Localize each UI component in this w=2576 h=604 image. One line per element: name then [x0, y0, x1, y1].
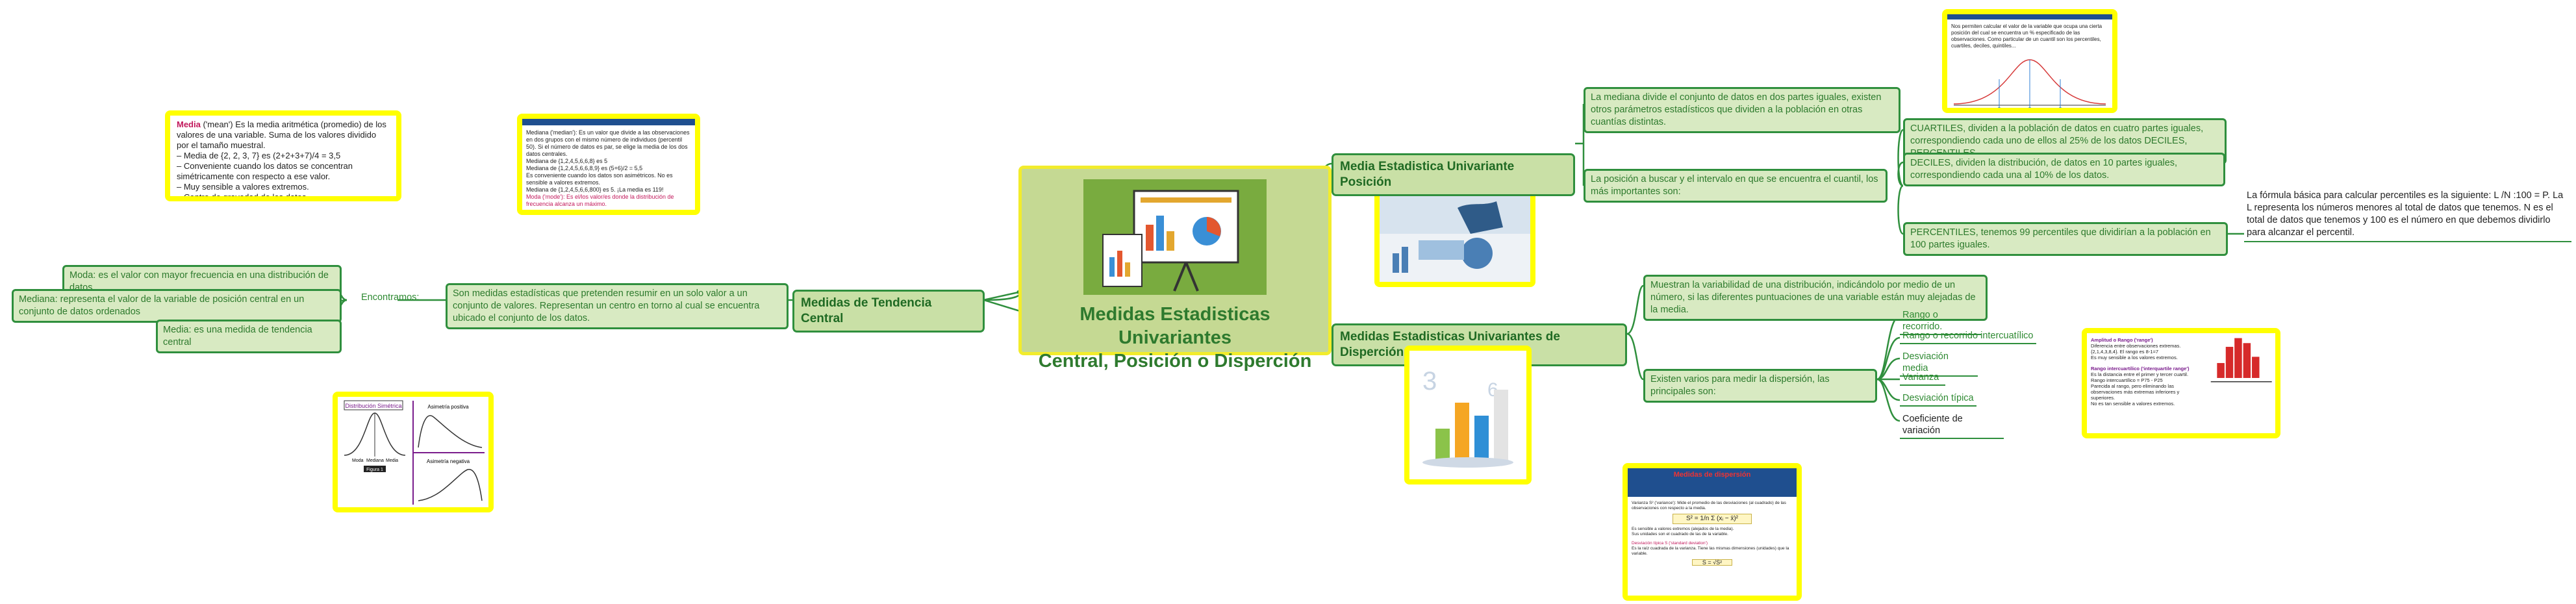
type-desviacion-tipica[interactable]: Desviación típica — [1900, 391, 1976, 407]
quantile-card-text: Nos permiten calcular el valor de la var… — [1951, 23, 2102, 49]
variance-card-text: Varianza S² ('variance'): Mide el promed… — [1628, 497, 1797, 572]
analytics-photo — [1380, 188, 1530, 282]
dispersion-definition[interactable]: Muestran la variabilidad de una distribu… — [1643, 275, 1988, 321]
variance-card-header: Medidas de dispersión — [1628, 468, 1797, 497]
iqr-title: Rango intercuartílico ('interquartile ra… — [2091, 366, 2190, 371]
svg-text:Media: Media — [386, 459, 398, 463]
mediana-card-header-bar — [522, 119, 695, 125]
iqr-line-3: Parecida al rango, pero eliminando las o… — [2091, 383, 2180, 401]
range-title: Amplitud o Rango ('range') — [2091, 337, 2153, 343]
svg-text:Mediana: Mediana — [366, 459, 384, 463]
svg-text:Asimetría positiva: Asimetría positiva — [427, 404, 469, 410]
variance-card[interactable]: Medidas de dispersión Varianza S² ('vari… — [1623, 463, 1802, 601]
media-intro: ('mean') Es la media aritmética (promedi… — [177, 120, 386, 150]
media-card-text: Media ('mean') Es la media aritmética (p… — [170, 116, 396, 201]
svg-text:Distribución Simétrica: Distribución Simétrica — [345, 403, 401, 409]
root-title: Medidas Estadisticas Univariantes Centra… — [1022, 303, 1328, 373]
analytics-photo-card[interactable] — [1374, 183, 1535, 287]
type-coeficiente-variacion[interactable]: Coeficiente de variación — [1900, 412, 2004, 439]
range-card-body: Amplitud o Rango ('range') Diferencia en… — [2087, 333, 2275, 410]
percentiles-item[interactable]: PERCENTILES, tenemos 99 percentiles que … — [1903, 222, 2228, 256]
media-keyword: Media — [177, 120, 201, 129]
range-line-3: Es muy sensible a los valores extremos. — [2091, 355, 2178, 360]
range-card[interactable]: Amplitud o Rango ('range') Diferencia en… — [2082, 328, 2280, 438]
svg-text:Asimetría negativa: Asimetría negativa — [427, 459, 470, 464]
media-card[interactable]: Media ('mean') Es la media aritmética (p… — [165, 110, 401, 201]
root-title-line1: Medidas Estadisticas Univariantes — [1080, 304, 1270, 348]
svg-text:3: 3 — [1422, 367, 1437, 396]
mediana-card-text: Mediana ('median'): Es un valor que divi… — [522, 125, 695, 210]
std-title: Desviación típica S ('standard deviation… — [1632, 541, 1708, 546]
variance-line-2: Sus unidades son el cuadrado de las de l… — [1632, 532, 1728, 536]
iqr-line-1: Es la distancia entre el primer y tercer… — [2091, 371, 2189, 377]
variance-card-title: Medidas de dispersión — [1673, 471, 1751, 479]
normal-curve — [1953, 59, 2106, 108]
quantile-card[interactable]: Nos permiten calcular el valor de la var… — [1942, 9, 2117, 113]
central-tendency-node[interactable]: Medidas de Tendencia Central — [792, 290, 985, 333]
posicion-node[interactable]: Media Estadistica Univariante Posición — [1332, 153, 1575, 196]
iqr-line-4: No es tan sensible a valores extremos. — [2091, 401, 2175, 407]
posicion-intro-text[interactable]: La posición a buscar y el intervalo en q… — [1584, 169, 1888, 203]
posicion-mediana-text[interactable]: La mediana divide el conjunto de datos e… — [1584, 87, 1900, 133]
bar-chart-image-card[interactable]: 3 6 — [1404, 346, 1532, 484]
svg-text:Moda: Moda — [352, 459, 364, 463]
mediana-card[interactable]: Mediana ('median'): Es un valor que divi… — [517, 114, 700, 215]
media-bullet-4: – Centro de gravedad de los datos. — [177, 192, 309, 201]
distribution-card[interactable]: Distribución Simétrica Moda Mediana Medi… — [333, 392, 494, 512]
encontramos-connector[interactable]: Encontramos: — [361, 292, 420, 303]
iqr-line-2: Rango intercuartílico = P75 - P25 — [2091, 377, 2163, 383]
percentile-formula-note[interactable]: La fórmula básica para calcular percenti… — [2244, 188, 2571, 242]
mediana-item[interactable]: Mediana: representa el valor de la varia… — [12, 289, 342, 323]
variance-subtitle: Varianza S² ('variance'): Mide el promed… — [1632, 501, 1786, 510]
range-line-1: Diferencia entre observaciones extremas. — [2091, 343, 2181, 349]
media-bullet-2: – Conveniente cuando los datos se concen… — [177, 161, 353, 181]
variance-formula: S² = 1/n Σ (xᵢ − x̄)² — [1673, 514, 1752, 524]
range-histogram — [2210, 338, 2272, 383]
central-definition[interactable]: Son medidas estadísticas que pretenden r… — [446, 283, 789, 329]
mediana-bullet-1: Mediana de {1,2,4,5,6,6,8} es 5 — [526, 158, 608, 164]
distribution-figure: Distribución Simétrica Moda Mediana Medi… — [344, 400, 485, 505]
mediana-bullet-4: Mediana de {1,2,4,5,6,6,800} es 5. ¡La m… — [526, 186, 664, 193]
root-node[interactable]: Medidas Estadisticas Univariantes Centra… — [1018, 166, 1332, 371]
std-line: Es la raíz cuadrada de la varianza. Tien… — [1632, 546, 1789, 556]
std-formula: S = √S² — [1692, 559, 1732, 566]
range-line-2: {2,1,4,3,8,4}. El rango es 8-1=7 — [2091, 349, 2159, 355]
quantile-card-header-bar — [1947, 14, 2112, 19]
type-rango-intercuartilico[interactable]: Rango o recorrido intercuatílico — [1900, 329, 2036, 344]
root-title-line2: Central, Posición o Disperción — [1038, 351, 1312, 371]
mediana-card-header: Mediana ('median'): Es un valor que divi… — [526, 129, 690, 157]
deciles-item[interactable]: DECILES, dividen la distribución, de dat… — [1903, 153, 2225, 186]
dispersion-types-label[interactable]: Existen varios para medir la dispersión,… — [1643, 369, 1877, 403]
presentation-illustration — [1083, 179, 1267, 295]
media-bullet-1: – Media de {2, 2, 3, 7} es (2+2+3+7)/4 =… — [177, 151, 341, 160]
type-rango[interactable]: Rango o recorrido. — [1900, 308, 1981, 335]
mediana-bullet-3: Es conveniente cuando los datos son asim… — [526, 172, 673, 186]
media-bullet-3: – Muy sensible a valores extremos. — [177, 182, 309, 192]
media-item[interactable]: Media: es una medida de tendencia centra… — [156, 320, 342, 353]
svg-text:Figura 1: Figura 1 — [366, 468, 383, 472]
type-varianza[interactable]: Varianza — [1900, 370, 1945, 386]
variance-line-1: Es sensible a valores extremos (alejados… — [1632, 527, 1734, 531]
mediana-bullet-2: Mediana de {1,2,4,5,6,6,8,9} es (5+6)/2 … — [526, 165, 643, 171]
moda-definition: Moda ('mode'): Es el/los valor/es donde … — [526, 194, 674, 207]
range-card-text: Amplitud o Rango ('range') Diferencia en… — [2087, 333, 2207, 410]
type-desviacion-media[interactable]: Desviación media — [1900, 349, 1978, 377]
bar-chart-image: 3 6 — [1409, 351, 1526, 479]
